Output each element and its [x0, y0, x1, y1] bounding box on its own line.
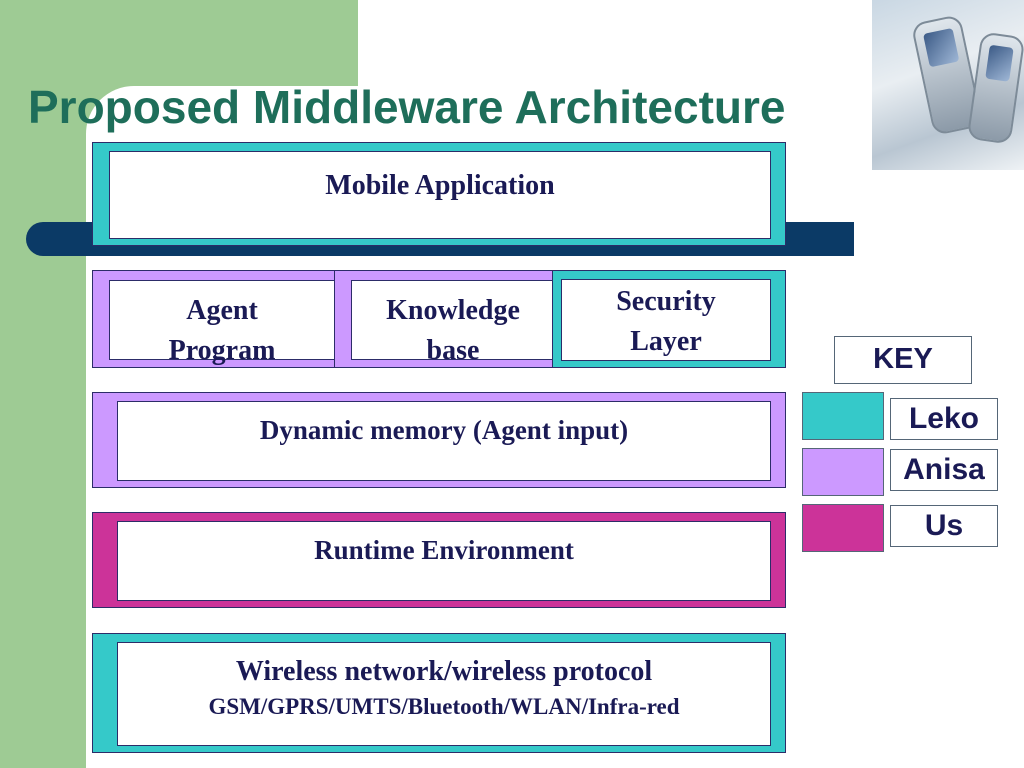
dynamic-memory-layer: Dynamic memory (Agent input): [92, 392, 786, 488]
knowledge-base-line1: Knowledge: [386, 295, 520, 326]
wireless-line1: Wireless network/wireless protocol: [235, 656, 653, 687]
security-layer-line1: Security: [616, 286, 716, 317]
runtime-environment-label: Runtime Environment: [117, 521, 771, 601]
runtime-environment-layer: Runtime Environment: [92, 512, 786, 608]
security-layer-line2: Layer: [630, 326, 702, 357]
knowledge-base-module: Knowledge base: [334, 270, 574, 368]
mobile-phones-image: [872, 0, 1024, 170]
wireless-network-layer: Wireless network/wireless protocol GSM/G…: [92, 633, 786, 753]
legend-swatch-us: [802, 504, 884, 552]
mobile-application-label: Mobile Application: [109, 151, 771, 239]
dynamic-memory-label: Dynamic memory (Agent input): [117, 401, 771, 481]
knowledge-base-label: Knowledge base: [351, 280, 555, 366]
key-title: KEY: [834, 336, 972, 384]
legend-swatch-leko: [802, 392, 884, 440]
knowledge-base-line2: base: [426, 335, 480, 366]
security-layer-label: Security Layer: [561, 279, 771, 361]
agent-program-module: Agent Program: [92, 270, 354, 368]
wireless-line2: GSM/GPRS/UMTS/Bluetooth/WLAN/Infra-red: [208, 694, 680, 719]
legend-label-us: Us: [890, 505, 998, 547]
legend-label-leko: Leko: [890, 398, 998, 440]
phone-icon: [966, 31, 1024, 145]
slide-title: Proposed Middleware Architecture: [28, 81, 786, 133]
agent-program-line1: Agent: [186, 295, 258, 326]
wireless-network-label: Wireless network/wireless protocol GSM/G…: [117, 642, 771, 746]
legend-label-anisa: Anisa: [890, 449, 998, 491]
agent-program-label: Agent Program: [109, 280, 335, 366]
agent-program-line2: Program: [168, 335, 276, 366]
security-layer-module: Security Layer: [552, 270, 786, 368]
mobile-application-layer: Mobile Application: [92, 142, 786, 246]
legend-swatch-anisa: [802, 448, 884, 496]
